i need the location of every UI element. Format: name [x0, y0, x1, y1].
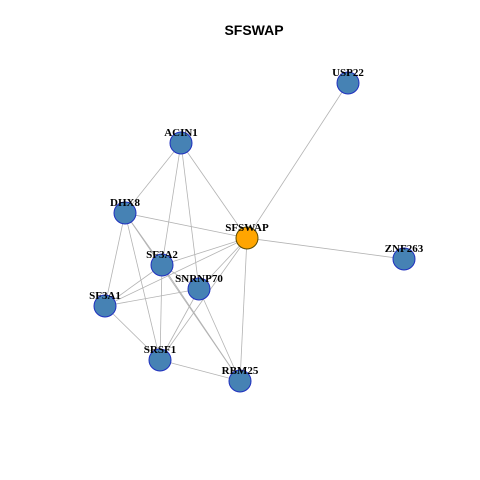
- node-srsf1: [148, 348, 172, 372]
- node-snrnp70: [187, 277, 211, 301]
- node-label-srsf1: SRSF1: [144, 344, 176, 356]
- node-label-sfswap: SFSWAP: [225, 222, 269, 234]
- edges-layer: [104, 82, 405, 382]
- node-dhx8: [113, 201, 137, 225]
- node-label-znf263: ZNF263: [385, 243, 424, 255]
- edge-sfswap-sf3a2: [161, 237, 248, 266]
- diagram-title: SFSWAP: [224, 22, 283, 38]
- edge-srsf1-rbm25: [159, 359, 241, 382]
- node-label-sf3a1: SF3A1: [89, 290, 121, 302]
- node-label-dhx8: DHX8: [110, 197, 140, 209]
- edge-acin1-dhx8: [124, 142, 182, 214]
- node-label-rbm25: RBM25: [222, 365, 259, 377]
- node-label-snrnp70: SNRNP70: [175, 273, 223, 285]
- edge-sfswap-snrnp70: [198, 237, 248, 290]
- node-sfswap: [235, 226, 259, 250]
- node-znf263: [392, 247, 416, 271]
- node-label-usp22: USP22: [332, 67, 364, 79]
- edge-sfswap-dhx8: [124, 212, 248, 239]
- edge-sfswap-rbm25: [239, 237, 248, 382]
- node-rbm25: [228, 369, 252, 393]
- edge-acin1-snrnp70: [180, 142, 200, 290]
- edge-acin1-sf3a2: [161, 142, 182, 266]
- edge-sf3a2-rbm25: [161, 264, 241, 382]
- edge-sf3a2-sf3a1: [104, 264, 163, 307]
- edge-dhx8-sf3a1: [104, 212, 126, 307]
- node-label-acin1: ACIN1: [164, 127, 198, 139]
- edge-sfswap-znf263: [246, 237, 405, 260]
- edge-snrnp70-sf3a1: [104, 288, 200, 307]
- edge-sf3a2-srsf1: [159, 264, 163, 361]
- nodes-layer: [93, 71, 416, 393]
- node-usp22: [336, 71, 360, 95]
- node-acin1: [169, 131, 193, 155]
- edge-sfswap-usp22: [246, 82, 349, 239]
- edge-dhx8-srsf1: [124, 212, 161, 361]
- edge-sf3a1-srsf1: [104, 305, 161, 361]
- edge-snrnp70-srsf1: [159, 288, 200, 361]
- node-sf3a1: [93, 294, 117, 318]
- node-sf3a2: [150, 253, 174, 277]
- edge-sfswap-sf3a1: [104, 237, 248, 307]
- edge-snrnp70-rbm25: [198, 288, 241, 382]
- edge-sfswap-acin1: [180, 142, 248, 239]
- node-label-sf3a2: SF3A2: [146, 249, 178, 261]
